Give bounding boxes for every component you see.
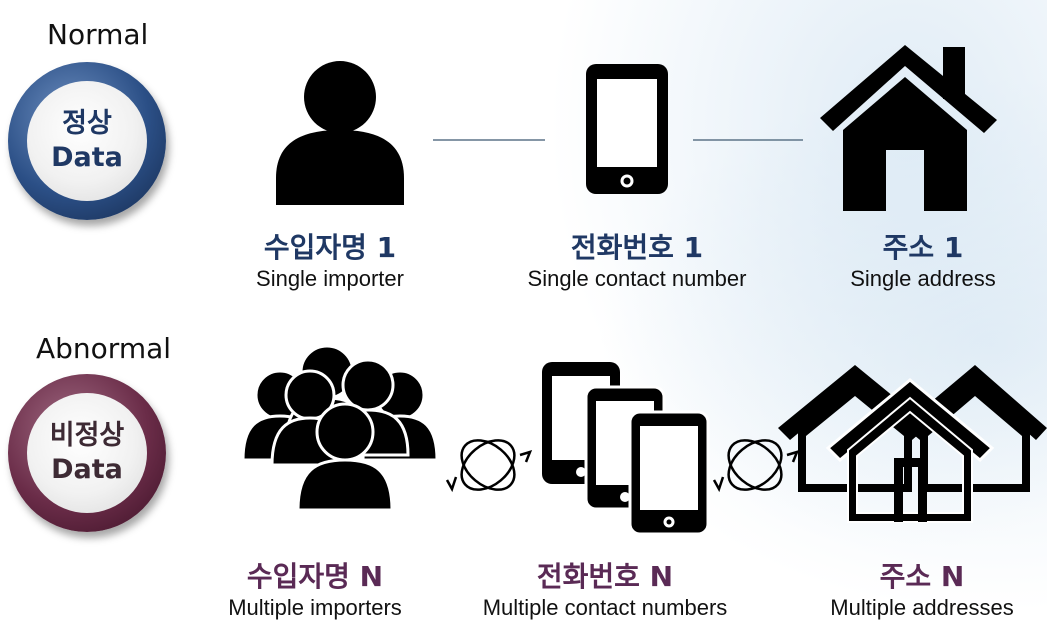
abnormal-importer-caption: 수입자명 N Multiple importers [195,560,435,622]
abnormal-badge-data: Data [51,454,123,485]
group-icon [241,344,439,512]
abnormal-data-badge: 비정상 Data [8,374,166,532]
abnormal-importer-ko: 수입자명 N [246,560,384,593]
house-icon [820,45,997,211]
abnormal-contact-en: Multiple contact numbers [482,595,728,620]
normal-row-label: Normal [47,18,149,51]
abnormal-contact-caption: 전화번호 N Multiple contact numbers [450,560,760,622]
normal-address-caption: 주소 1 Single address [818,231,1028,293]
abnormal-contact-ko: 전화번호 N [536,560,674,593]
normal-address-ko: 주소 1 [882,231,964,264]
normal-contact-caption: 전화번호 1 Single contact number [487,231,787,293]
abnormal-importer-en: Multiple importers [228,595,402,620]
cycle-arrows-icon [712,439,800,493]
abnormal-address-ko: 주소 N [879,560,965,593]
normal-importer-ko: 수입자명 1 [263,231,397,264]
abnormal-badge-korean: 비정상 [49,420,125,451]
person-icon [276,61,404,205]
normal-importer-en: Single importer [256,266,404,291]
smartphone-icon [586,64,668,194]
normal-badge-data: Data [51,142,123,173]
normal-badge-korean: 정상 [62,108,112,139]
abnormal-row-label: Abnormal [36,332,172,365]
normal-importer-caption: 수입자명 1 Single importer [220,231,440,293]
normal-contact-en: Single contact number [527,266,747,291]
normal-address-en: Single address [850,266,996,291]
normal-data-badge: 정상 Data [8,62,166,220]
phones-icon [542,362,710,536]
normal-contact-ko: 전화번호 1 [570,231,704,264]
abnormal-address-caption: 주소 N Multiple addresses [802,560,1042,622]
cycle-arrows-icon [445,439,533,493]
abnormal-address-en: Multiple addresses [830,595,1014,620]
houses-icon [778,365,1047,523]
